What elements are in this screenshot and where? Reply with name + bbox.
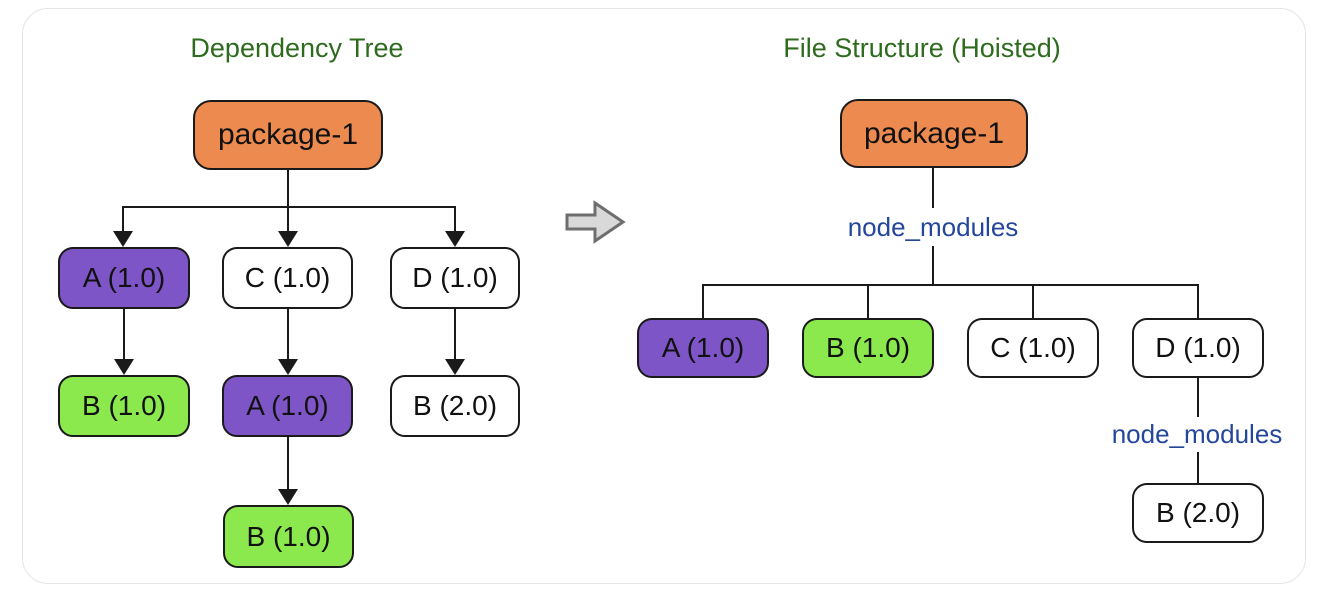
connector-line — [287, 170, 289, 207]
connector-line — [287, 437, 289, 491]
dep-node-c-1-0-label: C (1.0) — [244, 262, 331, 293]
fs-node-b-1-0: B (1.0) — [802, 318, 934, 378]
connector-line — [123, 309, 125, 361]
dep-node-d-1-0: D (1.0) — [390, 247, 520, 309]
arrowhead-icon — [278, 231, 298, 247]
connector-line — [702, 284, 1199, 286]
arrowhead-icon — [278, 359, 298, 375]
connector-line — [287, 206, 289, 233]
connector-line — [1197, 378, 1199, 417]
fs-node-d-1-0-label: D (1.0) — [1155, 332, 1241, 363]
fs-node-b-2-0-nested: B (2.0) — [1132, 483, 1264, 543]
node-modules-folder-label: node_modules — [847, 212, 1019, 242]
fs-node-d-1-0: D (1.0) — [1132, 318, 1264, 378]
connector-line — [932, 168, 934, 208]
dep-node-c-1-0: C (1.0) — [222, 247, 353, 309]
arrowhead-icon — [114, 359, 134, 375]
dep-node-a-1-0-under-c-label: A (1.0) — [246, 390, 329, 421]
left-panel-title: Dependency Tree — [190, 33, 404, 63]
fs-node-a-1-0-label: A (1.0) — [661, 332, 745, 363]
dep-node-b-1-0-deep-label: B (1.0) — [246, 520, 331, 552]
dep-node-b-1-0-deep: B (1.0) — [223, 505, 354, 568]
nested-node-modules-folder-label: node_modules — [1111, 419, 1283, 449]
connector-line — [287, 309, 289, 361]
connector-line — [867, 284, 869, 318]
dep-node-b-2-0-under-d: B (2.0) — [390, 375, 520, 437]
dep-node-d-1-0-label: D (1.0) — [412, 262, 498, 293]
dep-node-a-1-0: A (1.0) — [58, 247, 190, 309]
connector-line — [1032, 284, 1034, 318]
arrowhead-icon — [278, 489, 298, 505]
fs-node-c-1-0: C (1.0) — [967, 318, 1099, 378]
dep-node-package-1: package-1 — [193, 100, 383, 170]
connector-line — [1197, 452, 1199, 483]
connector-line — [122, 206, 124, 233]
fs-node-a-1-0: A (1.0) — [637, 318, 769, 378]
dep-node-b-2-0-under-d-label: B (2.0) — [412, 390, 498, 421]
fs-node-package-1-label: package-1 — [863, 116, 1005, 150]
right-panel-title: File Structure (Hoisted) — [783, 33, 1061, 63]
fs-node-b-1-0-label: B (1.0) — [825, 332, 911, 363]
dep-node-b-1-0-under-a: B (1.0) — [58, 375, 190, 437]
arrowhead-icon — [445, 231, 465, 247]
connector-line — [454, 206, 456, 233]
arrowhead-icon — [113, 231, 133, 247]
connector-line — [702, 284, 704, 318]
connector-line — [932, 246, 934, 285]
hoist-arrow-shape — [565, 200, 626, 244]
dep-node-b-1-0-under-a-label: B (1.0) — [81, 390, 167, 421]
connector-line — [1197, 284, 1199, 318]
fs-node-package-1: package-1 — [840, 99, 1028, 168]
fs-node-b-2-0-nested-label: B (2.0) — [1155, 497, 1241, 528]
dep-node-package-1-label: package-1 — [217, 118, 359, 151]
connector-line — [454, 309, 456, 361]
arrowhead-icon — [445, 359, 465, 375]
hoist-arrow-icon — [565, 200, 626, 244]
connector-line — [122, 206, 456, 208]
fs-node-c-1-0-label: C (1.0) — [990, 332, 1076, 363]
dep-node-a-1-0-under-c: A (1.0) — [222, 375, 353, 437]
dep-node-a-1-0-label: A (1.0) — [82, 262, 166, 293]
diagram-card-border — [22, 8, 1306, 584]
